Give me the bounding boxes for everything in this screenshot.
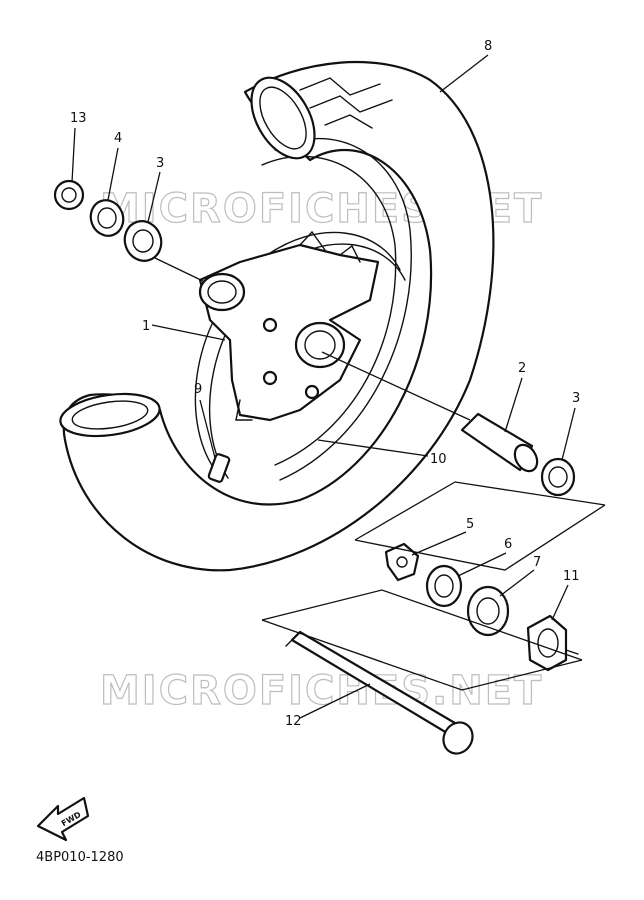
oil-seal-right [425,564,463,608]
callout-8: 8 [484,39,492,54]
callout-10: 10 [430,452,447,467]
callout-5: 5 [466,517,474,532]
spacer-collar [460,412,539,473]
callout-11: 11 [563,569,580,584]
callout-2: 2 [518,361,526,376]
bearing-right [540,457,576,497]
callout-6: 6 [504,537,512,552]
callout-13: 13 [70,111,87,126]
callout-7: 7 [533,555,541,570]
drawing-code: 4BP010-1280 [36,850,124,865]
bearing-left [123,220,163,262]
forward-arrow-icon: FWD [36,796,90,842]
callout-3-right: 3 [572,391,580,406]
gear-unit [526,614,579,672]
callout-3-left: 3 [156,156,164,171]
axle-shaft [285,630,474,755]
oil-seal-left [89,199,125,237]
wheel-rim [194,230,406,479]
callout-1: 1 [142,319,150,334]
valve-stem [207,453,231,483]
assembly-lines [261,481,606,691]
retainer-clip [384,542,420,582]
callout-12: 12 [285,714,302,729]
tire [59,60,495,572]
callout-9: 9 [194,382,202,397]
collar-left [53,179,85,211]
leader-lines [71,54,576,719]
watermark-bottom: MICROFICHES.NET [100,668,543,714]
callout-4: 4 [114,131,122,146]
